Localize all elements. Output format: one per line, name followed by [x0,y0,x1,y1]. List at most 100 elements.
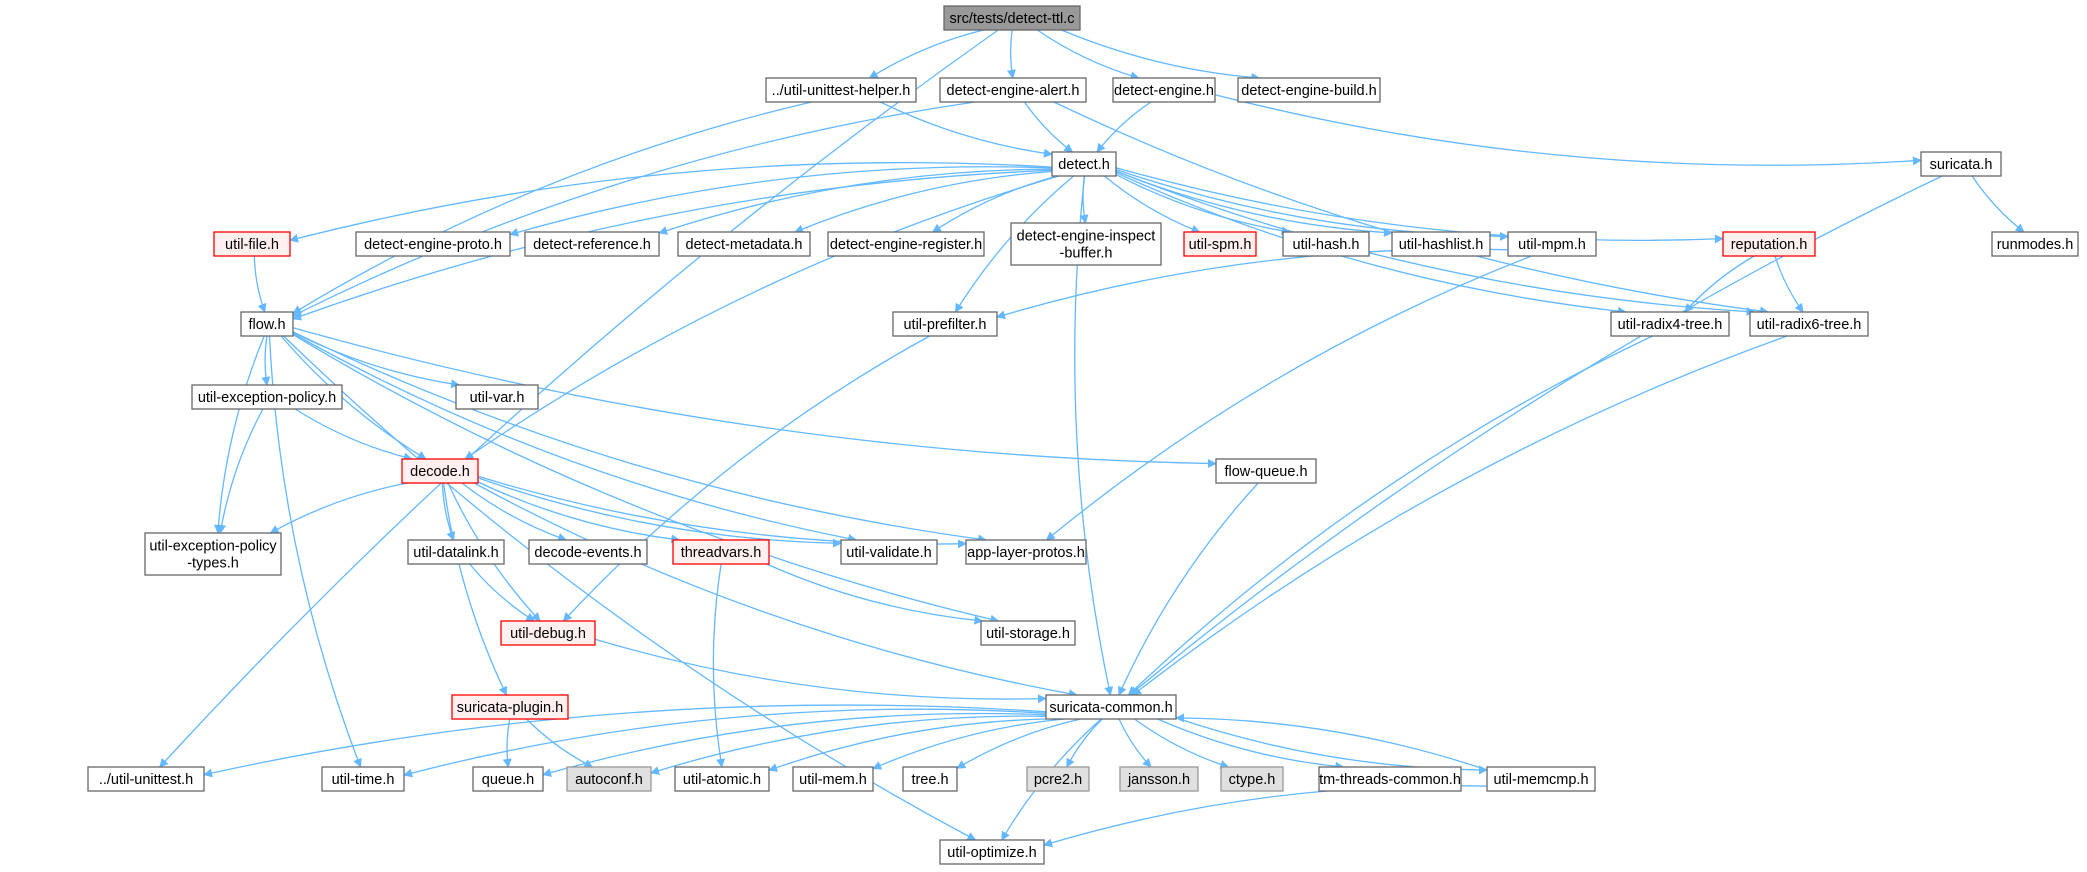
node-dmeta[interactable]: detect-metadata.h [677,231,811,257]
node-udbg[interactable]: util-debug.h [500,620,596,646]
node-box[interactable] [965,539,1087,565]
node-box[interactable] [321,766,405,792]
node-umpm[interactable]: util-mpm.h [1507,231,1597,257]
node-box[interactable] [240,311,294,337]
node-dep[interactable]: detect-engine-proto.h [355,231,511,257]
node-utime[interactable]: util-time.h [321,766,405,792]
node-box[interactable] [1183,231,1257,257]
node-box[interactable] [1282,231,1370,257]
node-box[interactable] [1026,766,1090,792]
node-box[interactable] [472,766,544,792]
node-upf[interactable]: util-prefilter.h [892,311,998,337]
node-box[interactable] [407,539,505,565]
node-box[interactable] [524,231,660,257]
node-tmtc[interactable]: tm-threads-common.h [1318,766,1462,792]
node-flow[interactable]: flow.h [240,311,294,337]
node-box[interactable] [939,77,1087,103]
node-root[interactable]: src/tests/detect-ttl.c [943,5,1081,31]
node-ustor[interactable]: util-storage.h [980,620,1076,646]
node-uvar[interactable]: util-var.h [455,384,539,410]
node-pcre2[interactable]: pcre2.h [1026,766,1090,792]
node-rep[interactable]: reputation.h [1722,231,1816,257]
node-umemcmp[interactable]: util-memcmp.h [1486,766,1596,792]
node-uept[interactable]: util-exception-policy-types.h [144,532,282,576]
node-box[interactable] [1112,77,1216,103]
node-box[interactable] [1318,766,1462,792]
node-jansson[interactable]: jansson.h [1119,766,1199,792]
node-box[interactable] [1507,231,1597,257]
node-autoconf[interactable]: autoconf.h [566,766,652,792]
node-umem[interactable]: util-mem.h [792,766,874,792]
node-ufile[interactable]: util-file.h [213,231,291,257]
node-dref[interactable]: detect-reference.h [524,231,660,257]
node-decode[interactable]: decode.h [401,458,479,484]
node-box[interactable] [672,539,770,565]
node-dev[interactable]: decode-events.h [528,539,648,565]
node-box[interactable] [528,539,648,565]
node-box[interactable] [1749,311,1869,337]
node-ctype[interactable]: ctype.h [1220,766,1284,792]
node-deb[interactable]: detect-engine-build.h [1237,77,1381,103]
node-dea[interactable]: detect-engine-alert.h [939,77,1087,103]
node-tv[interactable]: threadvars.h [672,539,770,565]
node-box[interactable] [1991,231,2079,257]
node-uep[interactable]: util-exception-policy.h [191,384,343,410]
node-box[interactable] [451,694,569,720]
node-box[interactable] [1119,766,1199,792]
node-box[interactable] [792,766,874,792]
node-box[interactable] [939,839,1045,865]
node-dib[interactable]: detect-engine-inspect-buffer.h [1010,222,1162,266]
node-box[interactable] [87,766,205,792]
node-box[interactable] [1220,766,1284,792]
node-box[interactable] [1722,231,1816,257]
node-uspm[interactable]: util-spm.h [1183,231,1257,257]
node-de[interactable]: detect-engine.h [1112,77,1216,103]
node-box[interactable] [566,766,652,792]
node-box[interactable] [1920,151,2002,177]
node-uhash[interactable]: util-hash.h [1282,231,1370,257]
node-box[interactable] [827,231,985,257]
node-fq[interactable]: flow-queue.h [1215,458,1317,484]
node-alp[interactable]: app-layer-protos.h [965,539,1087,565]
node-box[interactable] [1010,222,1162,266]
node-box[interactable] [455,384,539,410]
node-uval[interactable]: util-validate.h [840,539,938,565]
node-uth[interactable]: ../util-unittest-helper.h [765,77,917,103]
node-box[interactable] [1215,458,1317,484]
node-box[interactable] [1045,694,1177,720]
node-box[interactable] [500,620,596,646]
node-box[interactable] [1486,766,1596,792]
node-box[interactable] [144,532,282,576]
node-runmodes[interactable]: runmodes.h [1991,231,2079,257]
node-r4[interactable]: util-radix4-tree.h [1610,311,1730,337]
node-r6[interactable]: util-radix6-tree.h [1749,311,1869,337]
node-uhl[interactable]: util-hashlist.h [1391,231,1491,257]
node-box[interactable] [1051,151,1117,177]
node-dreg[interactable]: detect-engine-register.h [827,231,985,257]
node-box[interactable] [677,231,811,257]
node-box[interactable] [765,77,917,103]
node-box[interactable] [213,231,291,257]
node-box[interactable] [840,539,938,565]
node-box[interactable] [1237,77,1381,103]
node-uopt[interactable]: util-optimize.h [939,839,1045,865]
node-box[interactable] [355,231,511,257]
node-box[interactable] [1391,231,1491,257]
node-box[interactable] [943,5,1081,31]
node-sc[interactable]: suricata-common.h [1045,694,1177,720]
node-detect[interactable]: detect.h [1051,151,1117,177]
node-box[interactable] [1610,311,1730,337]
node-box[interactable] [674,766,770,792]
node-udl[interactable]: util-datalink.h [407,539,505,565]
node-box[interactable] [401,458,479,484]
node-queue[interactable]: queue.h [472,766,544,792]
node-uut[interactable]: ../util-unittest.h [87,766,205,792]
node-box[interactable] [191,384,343,410]
node-tree[interactable]: tree.h [902,766,958,792]
node-box[interactable] [902,766,958,792]
node-box[interactable] [980,620,1076,646]
node-box[interactable] [892,311,998,337]
node-suricata[interactable]: suricata.h [1920,151,2002,177]
node-uatomic[interactable]: util-atomic.h [674,766,770,792]
node-splug[interactable]: suricata-plugin.h [451,694,569,720]
